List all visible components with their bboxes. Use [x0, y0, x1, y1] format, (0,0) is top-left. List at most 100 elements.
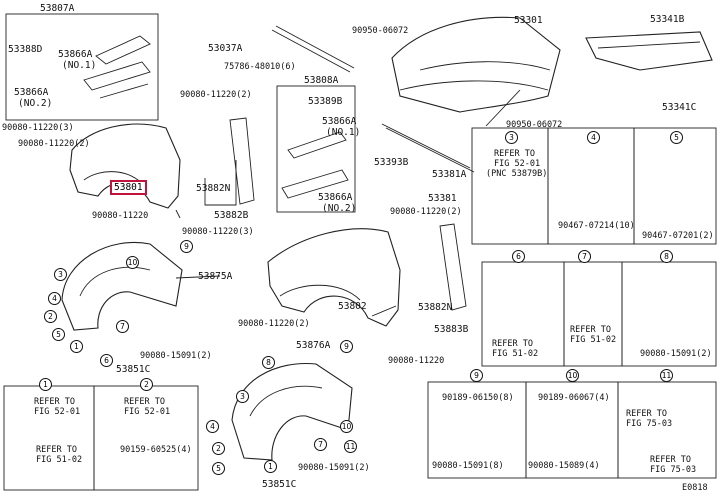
label-no1-a: (NO.1): [62, 60, 97, 71]
label-53301: 53301: [514, 15, 543, 26]
label-90080-11220-2d: 90080-11220(2): [238, 319, 310, 329]
label-90080-11220: 90080-11220: [92, 211, 149, 221]
label-53341B: 53341B: [650, 14, 685, 25]
refer6-b: FIG 51-02: [492, 349, 539, 359]
label-90080-11220-x: 90080-11220: [388, 356, 445, 366]
label-53389B: 53389B: [308, 96, 343, 107]
label-90189-06150: 90189-06150(8): [442, 393, 514, 403]
label-no1-b: (NO.1): [326, 127, 361, 138]
label-53381: 53381: [428, 193, 457, 204]
callout-9-box: 9: [470, 369, 483, 382]
label-90080-11220-3a: 90080-11220(3): [2, 123, 74, 133]
refer2-b: FIG 52-01: [124, 407, 171, 417]
label-53875A: 53875A: [198, 271, 233, 282]
label-53851C-b: 53851C: [262, 479, 297, 490]
label-90080-11220-2c: 90080-11220(2): [390, 207, 462, 217]
label-53801-highlight[interactable]: 53801: [110, 180, 147, 195]
label-53381A: 53381A: [432, 169, 467, 180]
label-53882N-b: 53882N: [418, 302, 453, 313]
label-53876A: 53876A: [296, 340, 331, 351]
label-53882N-a: 53882N: [196, 183, 231, 194]
label-53808A: 53808A: [304, 75, 339, 86]
label-53883B: 53883B: [434, 324, 469, 335]
callout-9-b: 9: [340, 340, 353, 353]
label-no2-b: (NO.2): [322, 203, 357, 214]
callout-1-b: 1: [264, 460, 277, 473]
label-90950-06072b: 90950-06072: [506, 120, 563, 130]
label-53866A-3: 53866A: [322, 116, 357, 127]
label-90080-15091-2b: 90080-15091(2): [298, 463, 370, 473]
refer6-a: REFER TO: [492, 339, 533, 349]
label-53341C: 53341C: [662, 102, 697, 113]
label-90467-07201: 90467-07201(2): [642, 231, 714, 241]
label-53866A-4: 53866A: [318, 192, 353, 203]
label-53393B: 53393B: [374, 157, 409, 168]
callout-5-box: 5: [670, 131, 683, 144]
label-53851C-a: 53851C: [116, 364, 151, 375]
callout-7-a: 7: [116, 320, 129, 333]
callout-9-a: 9: [180, 240, 193, 253]
callout-2-a: 2: [44, 310, 57, 323]
refer7-a: REFER TO: [570, 325, 611, 335]
callout-8-b: 8: [262, 356, 275, 369]
refer11-a: REFER TO: [626, 409, 667, 419]
label-53037A: 53037A: [208, 43, 243, 54]
refer2-a: REFER TO: [124, 397, 165, 407]
callout-11-b: 11: [344, 440, 357, 453]
refer1-b: FIG 52-01: [34, 407, 81, 417]
label-90189-06067: 90189-06067(4): [538, 393, 610, 403]
refer11-c: REFER TO: [650, 455, 691, 465]
label-53882B: 53882B: [214, 210, 249, 221]
label-53802: 53802: [338, 301, 367, 312]
refer-pnc-b: FIG 52-01: [494, 159, 541, 169]
refer-pnc-a: REFER TO: [494, 149, 535, 159]
label-90080-15091-8: 90080-15091(8): [432, 461, 504, 471]
callout-4-a: 4: [48, 292, 61, 305]
callout-1-a: 1: [70, 340, 83, 353]
box-53807A: [5, 13, 159, 121]
callout-3-b: 3: [236, 390, 249, 403]
label-90159-60525: 90159-60525(4): [120, 445, 192, 455]
box-53808A: [276, 85, 356, 213]
callout-8-box: 8: [660, 250, 673, 263]
callout-3-box: 3: [505, 131, 518, 144]
callout-10-b: 10: [340, 420, 353, 433]
callout-5-b: 5: [212, 462, 225, 475]
callout-7-b: 7: [314, 438, 327, 451]
callout-4-b: 4: [206, 420, 219, 433]
refer1-a: REFER TO: [34, 397, 75, 407]
callout-10-a: 10: [126, 256, 139, 269]
label-90080-11220-2b: 90080-11220(2): [180, 90, 252, 100]
label-no2-a: (NO.2): [18, 98, 53, 109]
callout-11-box: 11: [660, 369, 673, 382]
callout-1-box: 1: [39, 378, 52, 391]
refer1-d: FIG 51-02: [36, 455, 83, 465]
callout-7-box: 7: [578, 250, 591, 263]
label-53807A: 53807A: [40, 3, 75, 14]
callout-2-box: 2: [140, 378, 153, 391]
refer7-b: FIG 51-02: [570, 335, 617, 345]
label-90950-06072a: 90950-06072: [352, 26, 409, 36]
callout-6-a: 6: [100, 354, 113, 367]
callout-5-a: 5: [52, 328, 65, 341]
label-90467-07214: 90467-07214(10): [558, 221, 635, 231]
refer-pnc-c: (PNC 53879B): [486, 169, 548, 179]
callout-10-box: 10: [566, 369, 579, 382]
label-75786-48010: 75786-48010(6): [224, 62, 296, 72]
refer11-d: FIG 75-03: [650, 465, 697, 475]
label-53866A-2: 53866A: [14, 87, 49, 98]
figure-code: E0818: [682, 483, 708, 493]
label-90080-15091-2c: 90080-15091(2): [640, 349, 712, 359]
refer1-c: REFER TO: [36, 445, 77, 455]
label-90080-15091-2a: 90080-15091(2): [140, 351, 212, 361]
callout-3-a: 3: [54, 268, 67, 281]
label-90080-15089: 90080-15089(4): [528, 461, 600, 471]
callout-2-b: 2: [212, 442, 225, 455]
callout-4-box: 4: [587, 131, 600, 144]
label-53866A-1: 53866A: [58, 49, 93, 60]
label-53388D: 53388D: [8, 44, 43, 55]
refer11-b: FIG 75-03: [626, 419, 673, 429]
label-90080-11220-3b: 90080-11220(3): [182, 227, 254, 237]
